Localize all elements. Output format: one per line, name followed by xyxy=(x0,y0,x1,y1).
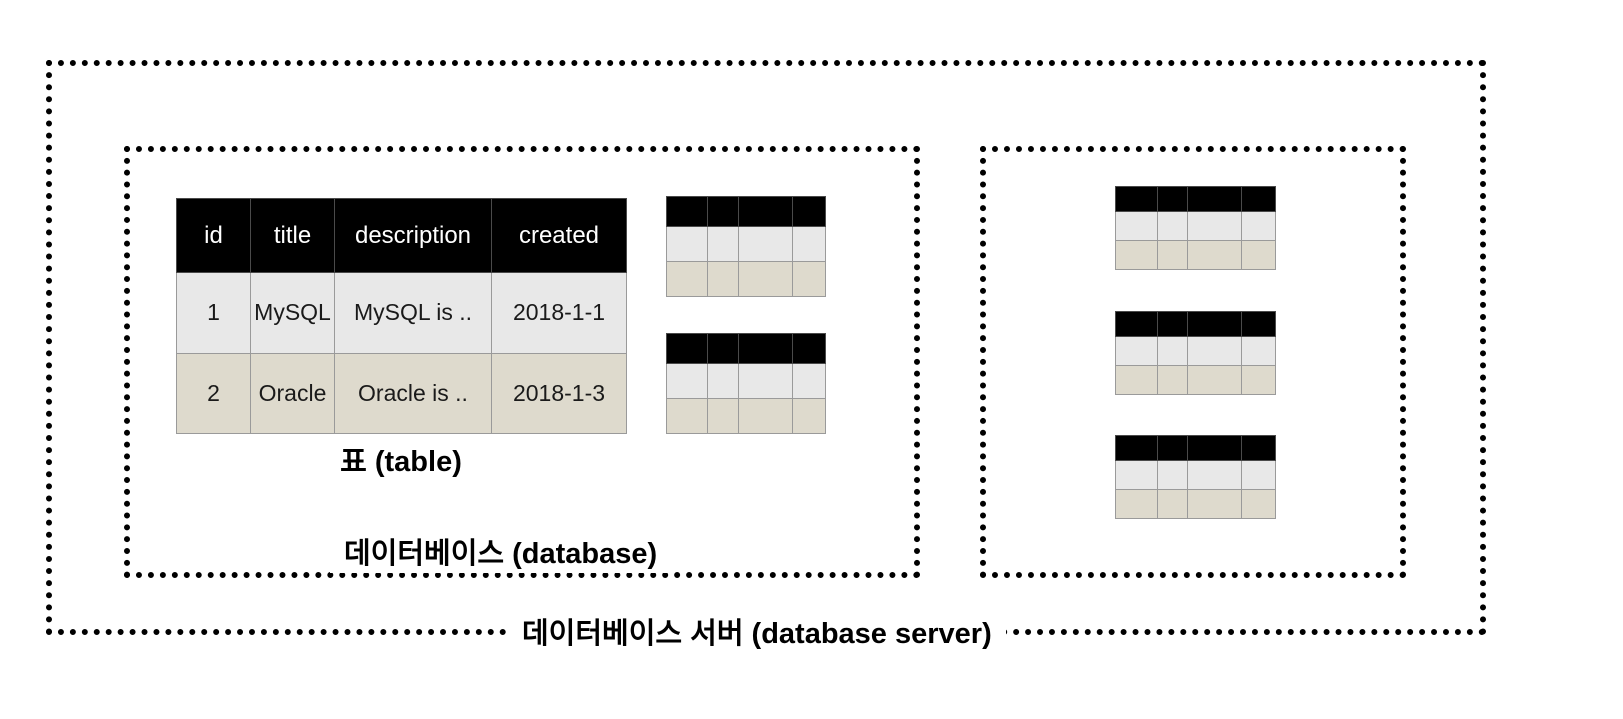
table-header-row: id title description created xyxy=(176,198,627,273)
database-server-label: 데이터베이스 서버 (database server) xyxy=(508,616,1006,653)
table-row: 2 Oracle Oracle is .. 2018-1-3 xyxy=(176,352,627,434)
database-boundary-right xyxy=(980,146,1406,578)
cell-title: MySQL xyxy=(250,272,335,354)
database-boundary-left xyxy=(124,146,920,578)
main-table: id title description created 1 MySQL MyS… xyxy=(176,198,627,434)
column-header-title: title xyxy=(250,198,335,273)
mini-table xyxy=(1115,435,1276,520)
mini-table xyxy=(665,196,827,297)
cell-description: Oracle is .. xyxy=(334,352,492,434)
cell-title: Oracle xyxy=(250,352,335,434)
database-label: 데이터베이스 (database) xyxy=(330,536,672,573)
table-row: 1 MySQL MySQL is .. 2018-1-1 xyxy=(176,272,627,354)
column-header-id: id xyxy=(176,198,251,273)
cell-id: 1 xyxy=(176,272,251,354)
cell-created: 2018-1-3 xyxy=(491,352,627,434)
cell-description: MySQL is .. xyxy=(334,272,492,354)
mini-table xyxy=(665,333,827,434)
column-header-description: description xyxy=(334,198,492,273)
cell-id: 2 xyxy=(176,352,251,434)
cell-created: 2018-1-1 xyxy=(491,272,627,354)
mini-table xyxy=(1115,311,1276,396)
mini-table xyxy=(1115,186,1276,271)
column-header-created: created xyxy=(491,198,627,273)
table-caption: 표 (table) xyxy=(340,446,462,478)
